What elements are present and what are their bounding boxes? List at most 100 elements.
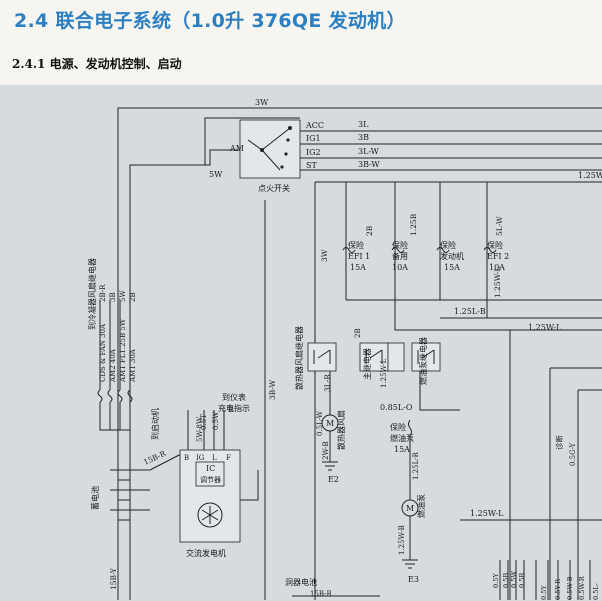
svg-text:保险: 保险	[390, 422, 406, 432]
svg-text:B: B	[184, 454, 189, 462]
svg-text:调节器: 调节器	[200, 475, 221, 484]
fuse-engine: 保险 发动机 15A	[436, 240, 464, 272]
wire-label: 3L	[358, 120, 369, 129]
ig-feed: 3B-W	[264, 200, 277, 600]
svg-text:0.5L-: 0.5L-	[592, 583, 600, 600]
fuse-bus: 1.25W 2B 1.25B 5L-W	[315, 171, 602, 300]
svg-text:0.5B: 0.5B	[502, 573, 510, 588]
bottom-wires: 洞器电池 15B-R 0.5Y 0.5B 0.5W 0.5R 0.5Y 0.5Y…	[285, 560, 600, 600]
wire-label: 3B	[358, 133, 369, 142]
svg-text:15B-R: 15B-R	[310, 590, 333, 598]
wire-label: 3L-W	[358, 147, 380, 156]
svg-text:15A: 15A	[350, 263, 366, 272]
switch-terminal: ST	[306, 161, 317, 170]
svg-text:2W-B: 2W-B	[322, 441, 330, 460]
svg-text:5W: 5W	[119, 290, 127, 302]
svg-text:1.25L-R: 1.25L-R	[412, 451, 420, 480]
switch-terminal: ACC	[305, 121, 324, 130]
svg-text:3L-R: 3L-R	[323, 374, 332, 392]
motor-label: 散热器风扇	[336, 410, 346, 450]
switch-terminal: IG1	[306, 134, 321, 143]
wire-label: 1.25W-L	[528, 323, 562, 332]
fuse-backup: 保险 备用 10A	[391, 240, 408, 272]
wire-label: 1.25L-B	[454, 307, 486, 316]
ignition-switch: AM 点火开关 ACC IG1 IG2 ST	[205, 119, 324, 193]
mid-distribution: 3W 1.25W-L 1.25L-B 1.25W-L	[314, 182, 602, 600]
svg-text:保险: 保险	[392, 240, 408, 250]
wire-label: 3B-W	[358, 160, 380, 169]
svg-text:2B: 2B	[129, 292, 137, 302]
page-header: 2.4 联合电子系统（1.0升 376QE 发动机） 2.4.1 电源、发动机控…	[0, 0, 602, 86]
relay-label: 主继电器	[362, 348, 372, 380]
svg-text:0.85L-O: 0.85L-O	[380, 403, 413, 412]
svg-text:L: L	[212, 454, 217, 462]
alternator: IC 调节器 B IG L F 交流发电机 5W-8W 0.5T 0.5W R …	[179, 392, 259, 558]
relay-label: 燃油泵继电器	[418, 337, 428, 385]
svg-text:0.5L-W: 0.5L-W	[316, 410, 324, 436]
svg-text:发动机: 发动机	[440, 251, 464, 261]
left-fuse-block: 到冷凝器风扇继电器 CDS & FAN 30A AM2 40A AM1 FL1.…	[87, 258, 137, 470]
svg-text:1.25W-L: 1.25W-L	[380, 358, 388, 388]
svg-text:0.5Y: 0.5Y	[492, 573, 500, 588]
wire-label: 1.25W-L	[470, 509, 504, 518]
svg-text:0.5Y: 0.5Y	[540, 585, 548, 600]
fuel-pump-relay: 燃油泵继电器	[411, 337, 460, 411]
wire-label: 3B-W	[268, 379, 277, 400]
wire-label: 1.25W	[578, 171, 602, 180]
svg-text:E3: E3	[408, 575, 419, 584]
svg-text:燃油泵: 燃油泵	[390, 433, 414, 443]
svg-text:IC: IC	[206, 464, 215, 473]
starter-label: 到启动机	[150, 408, 160, 440]
svg-text:充电指示: 充电指示	[218, 403, 250, 413]
main-relay: 2B 主继电器 1.25W-L 0.85L-O	[354, 328, 413, 412]
page-title: 2.4 联合电子系统（1.0升 376QE 发动机）	[14, 10, 406, 32]
svg-text:保险: 保险	[440, 240, 456, 250]
svg-text:M: M	[406, 504, 414, 513]
switch-terminal: IG2	[306, 148, 321, 157]
wire-label: 5L-W	[495, 216, 504, 236]
svg-text:15A: 15A	[394, 445, 410, 454]
wire-label: 1.25W-L	[493, 267, 502, 298]
svg-text:CDS & FAN 30A: CDS & FAN 30A	[99, 323, 107, 382]
svg-text:2B: 2B	[354, 328, 362, 338]
svg-text:备用: 备用	[392, 251, 408, 261]
wire-label: 3W	[255, 98, 269, 107]
diagnostic-edge: 诊断 0.5G-Y	[554, 435, 577, 466]
svg-text:E2: E2	[328, 475, 339, 484]
svg-text:15A: 15A	[444, 263, 460, 272]
radiator-fan-relay: 散热器风扇继电器 3L-R M 散热器风扇 0.5L-W 2W-B E2	[294, 326, 346, 484]
relay-label: 散热器风扇继电器	[294, 326, 304, 390]
alternator-label: 交流发电机	[186, 548, 226, 558]
svg-text:M: M	[326, 419, 334, 428]
fuse-heading: 到冷凝器风扇继电器	[87, 258, 97, 330]
switch-am-label: AM	[229, 144, 244, 153]
svg-text:0.5G-Y: 0.5G-Y	[569, 443, 577, 466]
svg-text:2B-R: 2B-R	[99, 284, 107, 302]
svg-text:0.5W-B: 0.5W-B	[566, 576, 574, 600]
svg-text:保险: 保险	[487, 240, 503, 250]
fuel-pump-circuit: 保险 燃油泵 15A 1.25L-R M 燃油泵 1.25W-B E3 1.25…	[390, 419, 602, 584]
starter-feed: 到启动机 15B-R	[142, 408, 186, 471]
wire-label: 15B-R	[142, 449, 167, 467]
svg-text:AM1 FL1.25B 5W: AM1 FL1.25B 5W	[119, 318, 127, 383]
svg-text:诊断: 诊断	[554, 435, 564, 450]
svg-text:1.25W-B: 1.25W-B	[398, 525, 406, 555]
svg-text:R: R	[228, 406, 234, 414]
wire-label: 5W	[209, 170, 223, 179]
section-subtitle: 2.4.1 电源、发动机控制、启动	[12, 57, 182, 71]
svg-text:AM2 40A: AM2 40A	[109, 348, 117, 383]
svg-text:AM1 30A: AM1 30A	[129, 348, 137, 383]
svg-text:EFI 1: EFI 1	[348, 252, 370, 261]
switch-label: 点火开关	[258, 183, 290, 193]
battery-label: 蓄电池	[90, 486, 100, 510]
fuse-efi1: 保险 EFI 1 15A	[342, 240, 370, 272]
svg-text:10A: 10A	[489, 263, 505, 272]
svg-text:0.5W-R: 0.5W-R	[578, 575, 586, 600]
svg-text:F: F	[226, 454, 231, 462]
wire-label: 2B	[365, 225, 374, 236]
fuse-efi2: 保险 EFI 2 10A	[483, 240, 509, 272]
svg-text:EFI 2: EFI 2	[487, 252, 509, 261]
svg-text:IG: IG	[196, 454, 205, 462]
svg-text:10A: 10A	[392, 263, 408, 272]
svg-text:0.5Y-R: 0.5Y-R	[554, 578, 562, 600]
